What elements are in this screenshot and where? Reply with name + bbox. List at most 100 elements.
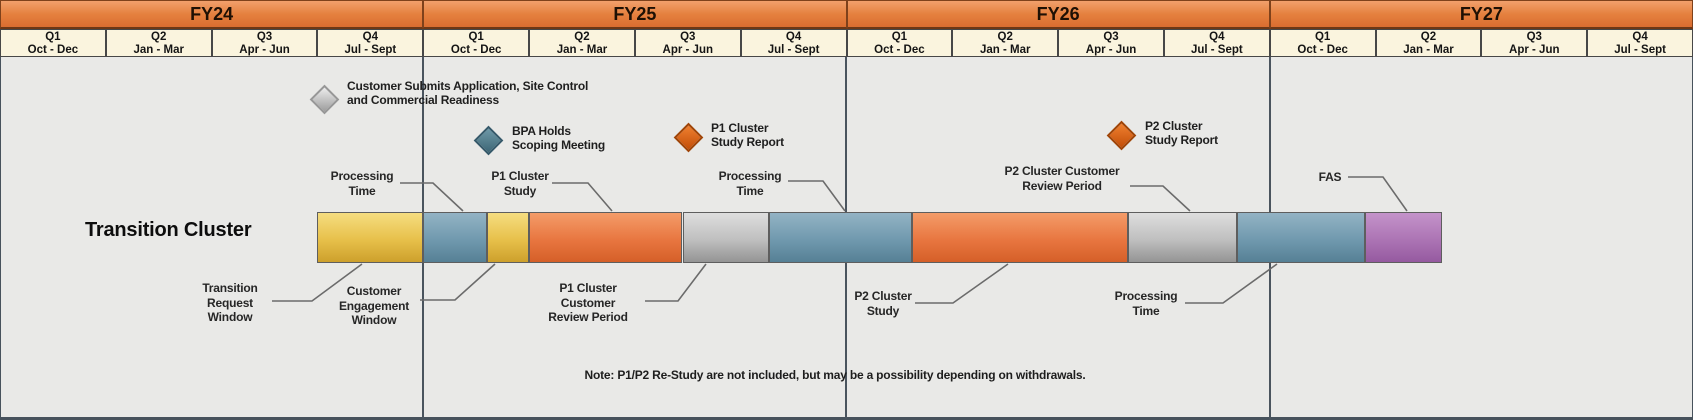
milestone-label-line: P2 Cluster bbox=[1145, 119, 1203, 133]
callout-p1-cluster-review: P1 Cluster Customer Review Period bbox=[548, 281, 628, 325]
quarter-label: Q1 bbox=[45, 31, 61, 43]
quarter-label: Q1 bbox=[891, 31, 908, 43]
callout-processing-time-2: Processing Time bbox=[719, 169, 782, 198]
quarter-label: Q1 bbox=[1314, 31, 1331, 43]
callout-line: Engagement bbox=[338, 298, 410, 313]
quarter-label: Q3 bbox=[680, 31, 696, 43]
fy-header-fy27: FY27 bbox=[1269, 0, 1693, 29]
quarter-months: Oct - Dec bbox=[450, 44, 502, 56]
callout-line: P2 Cluster Customer bbox=[1004, 164, 1120, 178]
milestone-label-line: Customer Submits Application, Site Contr… bbox=[347, 79, 589, 93]
segment-p2-cluster-customer-review-period bbox=[1128, 212, 1237, 263]
callout-transition-request-window: Transition Request Window bbox=[202, 281, 258, 325]
callout-line: Study bbox=[503, 183, 537, 198]
quarter-months: Apr - Jun bbox=[662, 44, 714, 56]
callout-line: Processing bbox=[718, 169, 782, 183]
quarter-label: Q2 bbox=[574, 31, 590, 43]
quarter-label: Q1 bbox=[468, 31, 484, 43]
quarter-label: Q4 bbox=[785, 31, 802, 43]
segment-customer-engagement-window bbox=[486, 212, 529, 263]
fy-header-fy25: FY25 bbox=[423, 0, 847, 29]
segment-p1-cluster-study bbox=[529, 212, 683, 263]
callout-line: Processing bbox=[330, 169, 394, 183]
callout-p2-cluster-review: P2 Cluster Customer Review Period bbox=[1005, 164, 1120, 193]
callout-line: Transition bbox=[202, 281, 258, 295]
quarter-label: Q3 bbox=[256, 31, 273, 43]
callout-line: Window bbox=[207, 310, 253, 324]
footnote: Note: P1/P2 Re-Study are not included, b… bbox=[584, 368, 1086, 382]
callout-line: FAS bbox=[1318, 170, 1342, 184]
row-title: Transition Cluster bbox=[85, 219, 252, 241]
segment-processing-time-2 bbox=[769, 212, 913, 263]
milestone-label-bpa-scoping: BPA Holds Scoping Meeting bbox=[512, 124, 605, 152]
quarter-label: Q2 bbox=[151, 31, 167, 43]
callout-processing-time-1: Processing Time bbox=[331, 169, 394, 198]
milestone-label-customer-submits: Customer Submits Application, Site Contr… bbox=[347, 79, 588, 107]
milestone-label-line: P1 Cluster bbox=[711, 121, 769, 135]
quarter-months: Jul - Sept bbox=[1190, 44, 1243, 56]
milestone-label-line: and Commercial Readiness bbox=[347, 93, 499, 107]
callout-fas: FAS bbox=[1319, 170, 1342, 185]
callout-line: Time bbox=[736, 183, 764, 198]
callout-line: Customer bbox=[346, 284, 402, 298]
callout-line: P2 Cluster bbox=[854, 289, 912, 303]
quarter-label: Q2 bbox=[997, 31, 1013, 43]
quarter-months: Oct - Dec bbox=[27, 44, 79, 56]
fy-header-fy24: FY24 bbox=[0, 0, 424, 29]
quarter-months: Oct - Dec bbox=[874, 44, 925, 56]
quarter-months: Apr - Jun bbox=[1085, 44, 1137, 56]
callout-line: Review Period bbox=[1022, 178, 1102, 193]
callout-p1-cluster-study: P1 Cluster Study bbox=[491, 169, 549, 198]
quarter-label: Q3 bbox=[1103, 31, 1119, 43]
quarter-label: Q3 bbox=[1526, 31, 1542, 43]
quarter-label: Q4 bbox=[1632, 31, 1648, 43]
callout-line: Study bbox=[866, 303, 900, 318]
milestone-label-p2-study-report: P2 Cluster Study Report bbox=[1145, 119, 1218, 147]
callout-line: Time bbox=[348, 183, 376, 198]
quarter-label: Q4 bbox=[362, 31, 379, 43]
quarter-months: Jan - Mar bbox=[133, 44, 184, 56]
milestone-label-line: Study Report bbox=[1145, 133, 1218, 147]
segment-transition-request-window bbox=[317, 212, 424, 263]
callout-line: Processing bbox=[1114, 289, 1178, 303]
segment-processing-time-3 bbox=[1236, 212, 1365, 263]
callout-line: P1 Cluster bbox=[491, 169, 549, 183]
quarter-months: Jul - Sept bbox=[344, 44, 397, 56]
milestone-label-line: Scoping Meeting bbox=[512, 138, 606, 152]
callout-line: Time bbox=[1132, 303, 1160, 318]
quarter-months: Apr - Jun bbox=[1509, 44, 1560, 56]
callout-line: Review Period bbox=[548, 310, 628, 324]
milestone-label-line: BPA Holds bbox=[512, 124, 571, 138]
segment-p2-cluster-study bbox=[912, 212, 1128, 263]
quarter-label: Q2 bbox=[1420, 31, 1437, 43]
milestone-label-line: Study Report bbox=[711, 135, 784, 149]
quarter-months: Apr - Jun bbox=[239, 44, 290, 56]
callout-line: Customer bbox=[560, 295, 616, 310]
callout-customer-engagement-window: Customer Engagement Window bbox=[339, 284, 409, 328]
quarter-months: Jan - Mar bbox=[556, 44, 608, 56]
milestone-label-p1-study-report: P1 Cluster Study Report bbox=[711, 121, 784, 149]
callout-p2-cluster-study: P2 Cluster Study bbox=[854, 289, 912, 318]
callout-line: Window bbox=[351, 313, 397, 327]
quarter-label: Q4 bbox=[1209, 31, 1225, 43]
quarter-months: Oct - Dec bbox=[1297, 44, 1348, 56]
callout-processing-time-3: Processing Time bbox=[1115, 289, 1178, 318]
callout-line: P1 Cluster bbox=[559, 281, 617, 295]
quarter-months: Jul - Sept bbox=[767, 44, 820, 56]
quarter-months: Jan - Mar bbox=[1403, 44, 1454, 56]
